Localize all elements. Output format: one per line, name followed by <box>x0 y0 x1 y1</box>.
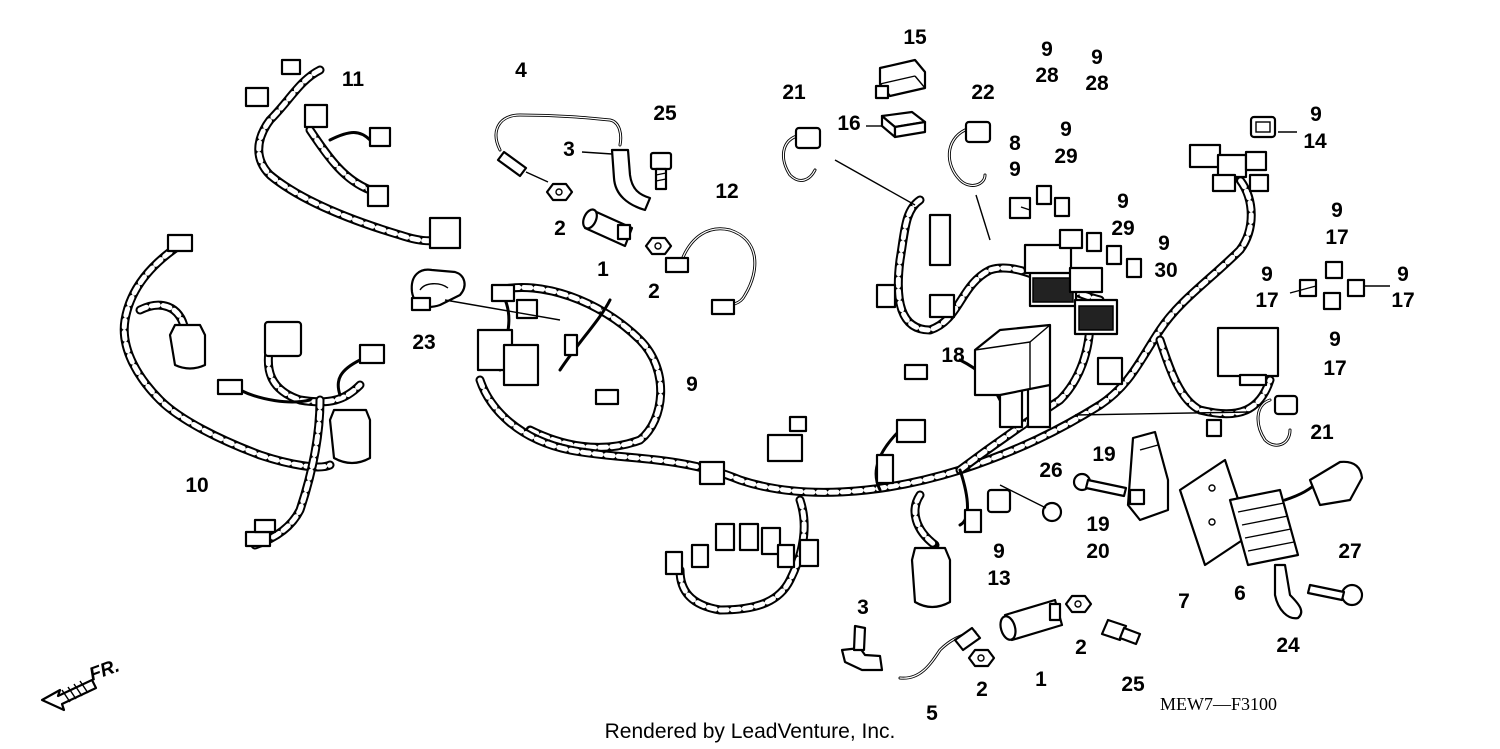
callout-label: 6 <box>1234 582 1246 605</box>
callout-label: 17 <box>1391 289 1414 312</box>
callout-label: 9 <box>1041 38 1053 61</box>
callout-label: 1 <box>597 258 609 281</box>
callout-label: 3 <box>857 596 869 619</box>
callout-label: 23 <box>412 331 435 354</box>
callout-label: 17 <box>1255 289 1278 312</box>
ignition-coil-1-upper <box>582 208 634 248</box>
render-credit: Rendered by LeadVenture, Inc. <box>605 720 896 743</box>
front-direction-arrow: FR. <box>40 655 123 712</box>
callout-label: 26 <box>1039 459 1062 482</box>
callout-label: 9 <box>993 540 1005 563</box>
bolt-25-lower <box>1100 618 1142 646</box>
band-21-right <box>1256 394 1299 447</box>
callout-label: 29 <box>1111 217 1134 240</box>
relay-15 <box>874 58 927 100</box>
callout-label: 3 <box>563 138 575 161</box>
callout-label: 10 <box>185 474 208 497</box>
callout-label: 21 <box>782 81 806 104</box>
nuts-2-upper <box>545 182 673 256</box>
capsule-lower <box>910 546 952 609</box>
sub-harness-10 <box>119 233 386 550</box>
callout-label: 9 <box>1261 263 1273 286</box>
ignition-coil-1-lower <box>999 598 1064 642</box>
connector-14 <box>1249 115 1277 139</box>
connector-13 <box>986 488 1012 514</box>
callout-label: 9 <box>1397 263 1409 286</box>
regulator-6 <box>1228 460 1364 567</box>
callout-label: 1 <box>1035 668 1047 691</box>
sensor-5 <box>898 626 982 680</box>
band-21-left <box>781 126 822 182</box>
callout-label: 21 <box>1310 421 1334 444</box>
front-direction-label: FR. <box>87 655 123 685</box>
callout-label: 9 <box>686 373 698 396</box>
clamp-24 <box>1273 563 1303 620</box>
bracket-19 <box>1126 430 1170 522</box>
cap-3-lower <box>840 624 884 672</box>
callout-label: 16 <box>837 112 860 135</box>
callout-label: 24 <box>1276 634 1300 657</box>
callout-label: 17 <box>1325 226 1348 249</box>
callout-label: 25 <box>1121 673 1145 696</box>
screw-26 <box>999 484 1063 523</box>
callout-label: 5 <box>926 702 938 725</box>
callout-label: 30 <box>1154 259 1177 282</box>
pad-16 <box>880 110 927 139</box>
callout-label: 13 <box>987 567 1010 590</box>
bolt-25-upper <box>649 151 673 191</box>
callout-label: 2 <box>1075 636 1087 659</box>
callout-label: 2 <box>648 280 660 303</box>
callout-label: 18 <box>941 344 965 367</box>
callout-label: 7 <box>1178 590 1190 613</box>
sub-harness-11 <box>244 58 462 250</box>
callout-label: 2 <box>554 217 566 240</box>
relays-17 <box>1298 260 1366 311</box>
callout-labels: 1 1 2 2 2 2 3 3 4 5 6 7 8 9 9 9 9 9 9 9 … <box>185 26 1414 725</box>
callout-label: 4 <box>515 59 527 82</box>
callout-label: 20 <box>1086 540 1109 563</box>
callout-label: 15 <box>903 26 927 49</box>
sub-harness-12 <box>664 227 757 316</box>
cap-3-upper <box>610 148 652 212</box>
callout-label: 19 <box>1092 443 1115 466</box>
callout-label: 9 <box>1117 190 1129 213</box>
callout-label: 9 <box>1158 232 1170 255</box>
callout-label: 11 <box>342 68 365 91</box>
fuse-relay-box <box>1023 228 1119 336</box>
band-22 <box>947 120 992 187</box>
callout-label: 28 <box>1085 72 1109 95</box>
callout-label: 19 <box>1086 513 1109 536</box>
callout-label: 8 <box>1009 132 1021 155</box>
nuts-2-lower <box>967 594 1093 668</box>
diagram-code: MEW7—F3100 <box>1160 694 1277 714</box>
callout-label: 28 <box>1035 64 1059 87</box>
leader-lines <box>444 125 1390 416</box>
main-harness-connectors <box>476 213 1280 576</box>
right-connector-cluster <box>1188 143 1270 193</box>
callout-label: 25 <box>653 102 677 125</box>
screw-19-20 <box>1072 472 1128 498</box>
callout-label: 9 <box>1310 103 1322 126</box>
fuses <box>1008 184 1143 279</box>
callout-label: 9 <box>1009 158 1021 181</box>
callout-label: 2 <box>976 678 988 701</box>
callout-label: 9 <box>1331 199 1343 222</box>
callout-label: 27 <box>1338 540 1361 563</box>
bolt-27 <box>1306 583 1364 607</box>
callout-label: 12 <box>715 180 738 203</box>
callout-label: 22 <box>971 81 994 104</box>
callout-label: 9 <box>1329 328 1341 351</box>
callout-label: 9 <box>1091 46 1103 69</box>
sensor-4 <box>494 113 623 183</box>
clamp-23 <box>410 268 466 312</box>
callout-label: 14 <box>1303 130 1327 153</box>
callout-label: 9 <box>1060 118 1072 141</box>
callout-label: 17 <box>1323 357 1346 380</box>
callout-label: 29 <box>1054 145 1077 168</box>
ecu-18 <box>973 323 1052 397</box>
